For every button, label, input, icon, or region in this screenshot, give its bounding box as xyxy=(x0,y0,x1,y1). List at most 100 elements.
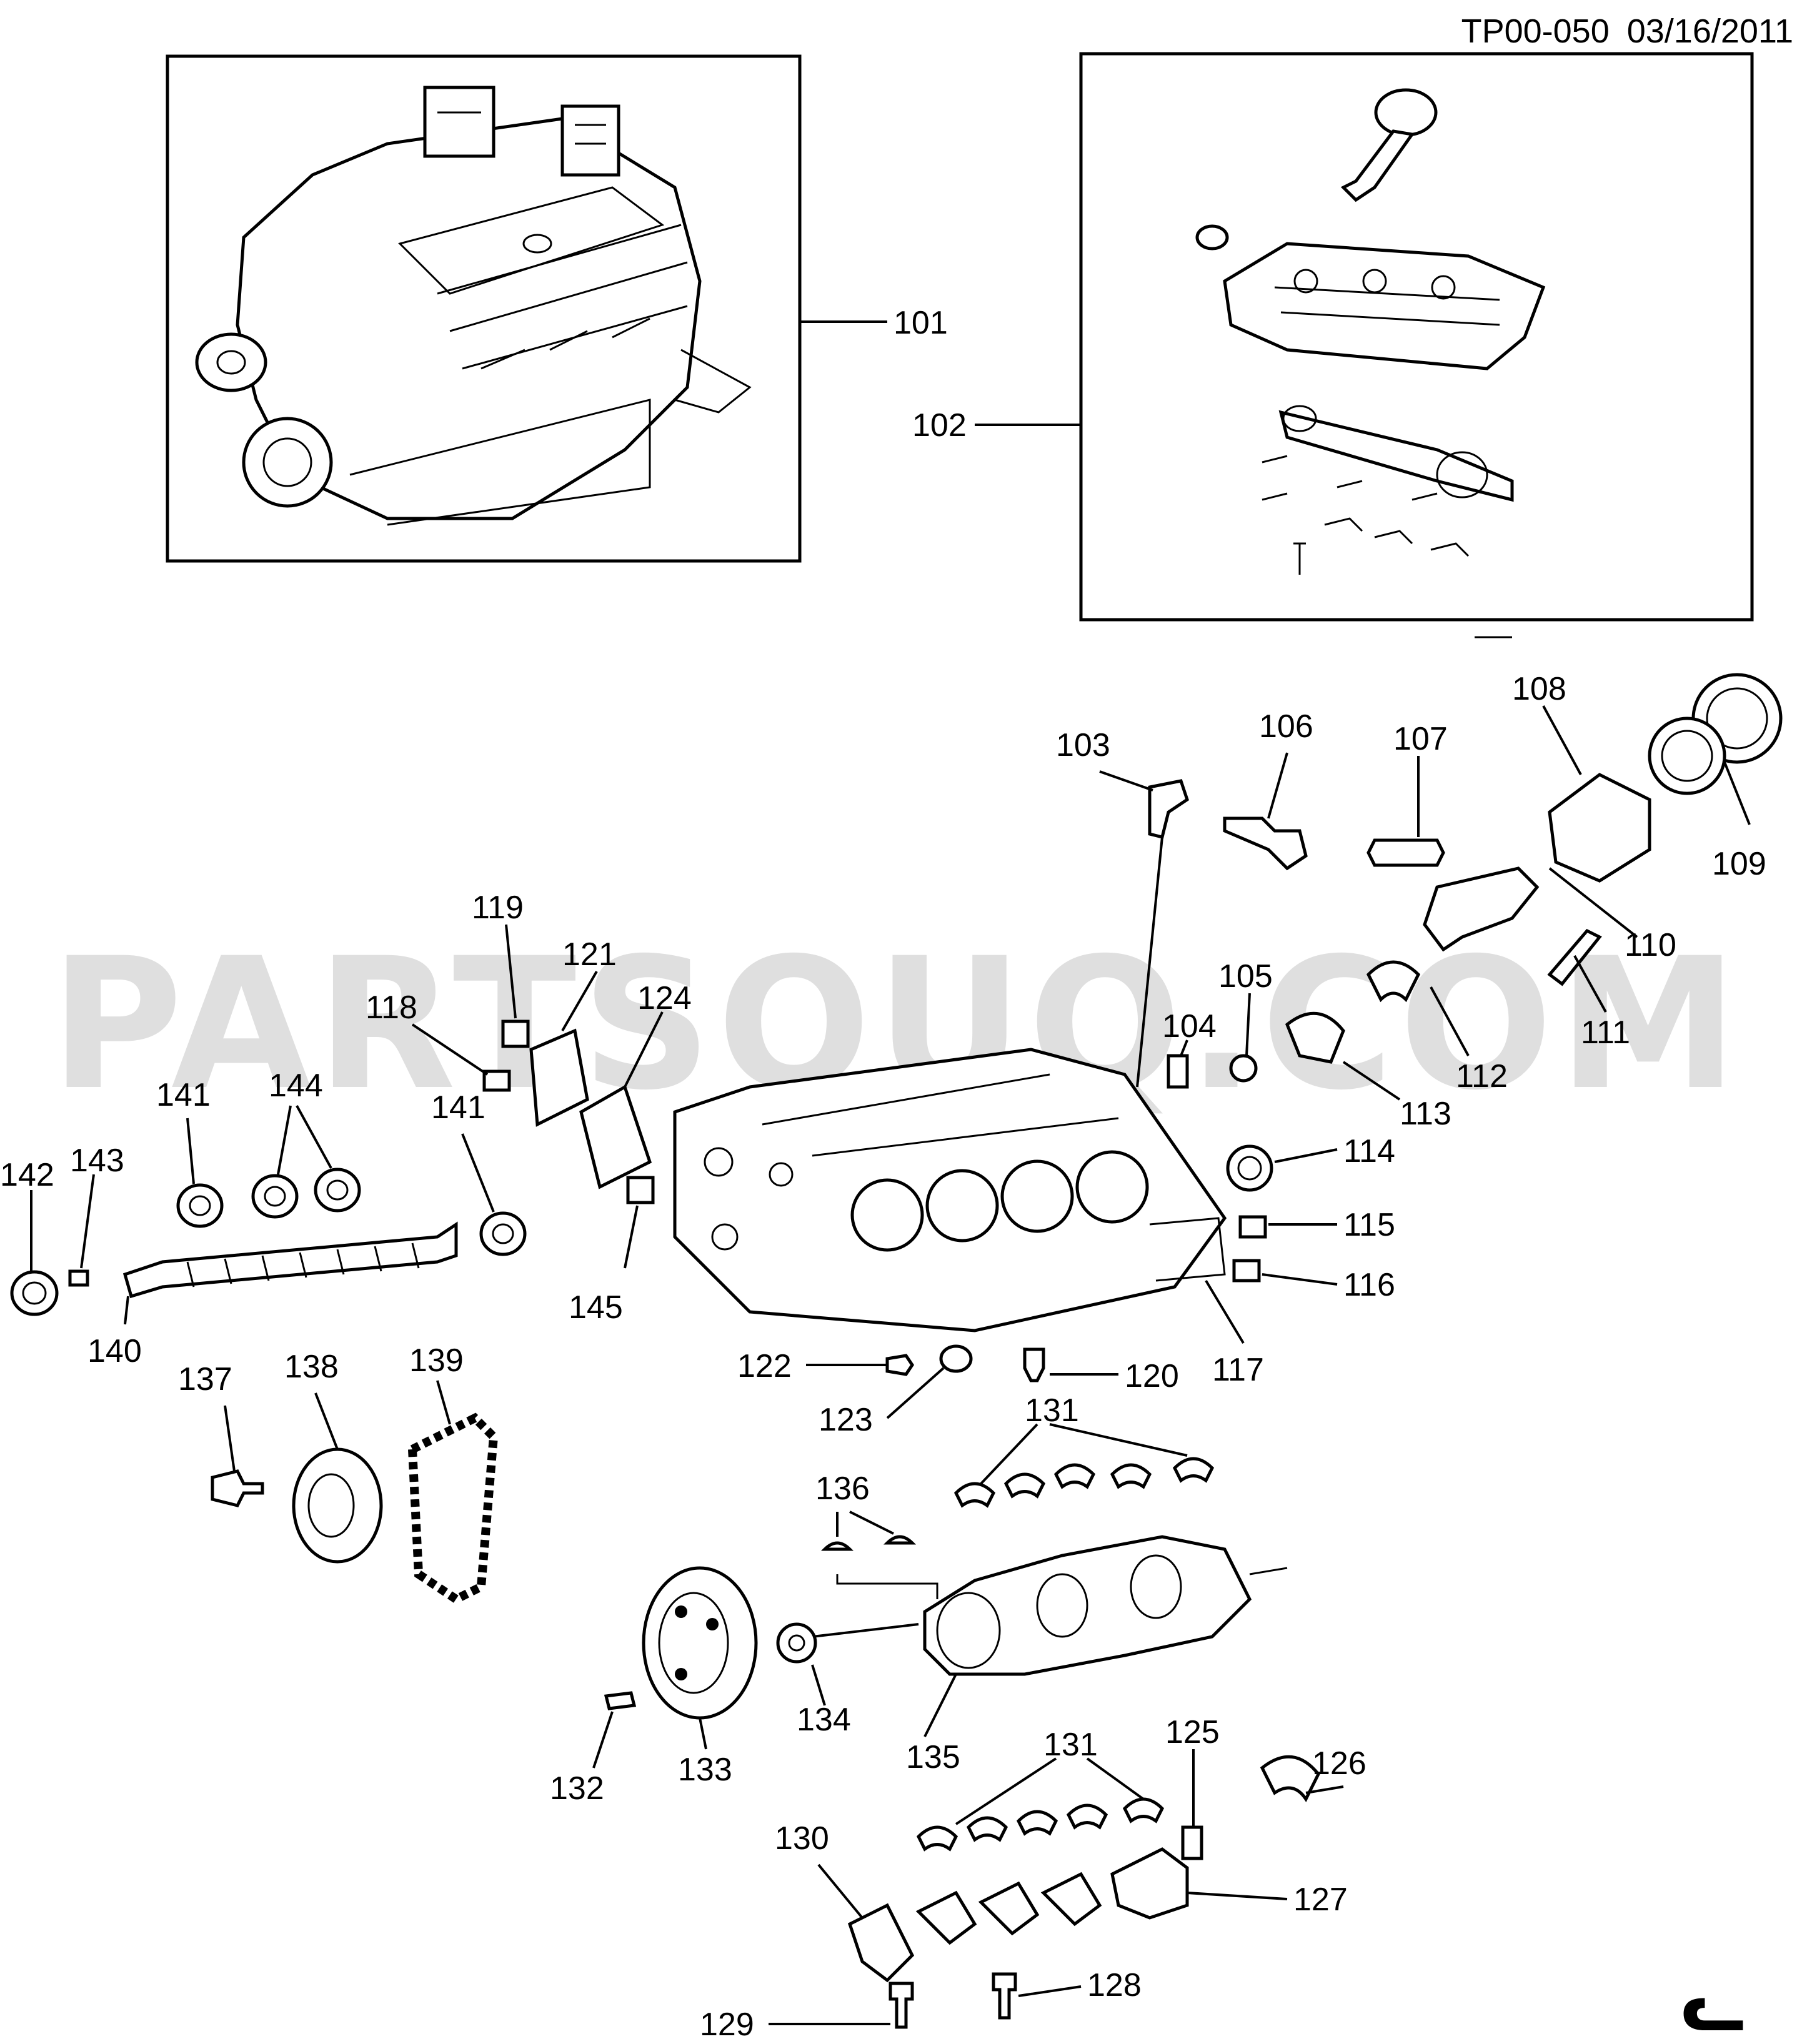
callout-117: 117 xyxy=(1212,1352,1264,1388)
leader-109 xyxy=(1723,762,1751,825)
leader-119 xyxy=(505,924,517,1019)
leader-144-1 xyxy=(277,1105,292,1175)
part-143-pin xyxy=(68,1269,89,1287)
leader-133 xyxy=(699,1717,707,1750)
part-139-timing-chain xyxy=(407,1412,499,1605)
partial-engine-frame xyxy=(1079,52,1754,622)
part-125-dowel xyxy=(1181,1825,1203,1860)
callout-144: 144 xyxy=(269,1068,323,1104)
leader-121 xyxy=(561,970,598,1032)
part-110-connecting-rod xyxy=(1423,866,1540,952)
leader-141a xyxy=(186,1118,195,1184)
callout-130: 130 xyxy=(775,1820,829,1857)
part-144-cam-bearing-2 xyxy=(314,1168,361,1213)
part-112-rod-bearing xyxy=(1366,960,1421,1003)
part-129-bolt xyxy=(889,1982,914,2029)
callout-112: 112 xyxy=(1456,1058,1508,1094)
callout-137: 137 xyxy=(178,1361,232,1397)
part-133-balancer xyxy=(642,1566,758,1720)
part-107-piston-pin xyxy=(1366,838,1445,867)
leader-118 xyxy=(411,1023,489,1076)
leader-134-shaft xyxy=(812,1623,919,1638)
leader-137 xyxy=(224,1405,236,1472)
callout-109: 109 xyxy=(1712,846,1766,882)
callout-127: 127 xyxy=(1293,1882,1348,1918)
leader-123 xyxy=(886,1367,945,1419)
leader-141b xyxy=(461,1133,495,1213)
leader-139 xyxy=(436,1380,451,1425)
leader-143 xyxy=(80,1174,95,1269)
callout-125: 125 xyxy=(1165,1714,1220,1750)
callout-128: 128 xyxy=(1087,1967,1142,2003)
leader-138 xyxy=(314,1392,339,1450)
leader-131b-1 xyxy=(955,1757,1057,1825)
leader-103-down xyxy=(1136,836,1163,1088)
part-109-ring-2 xyxy=(1648,717,1726,795)
callout-114: 114 xyxy=(1343,1133,1395,1169)
callout-104: 104 xyxy=(1162,1008,1217,1044)
part-122-pin xyxy=(885,1354,915,1376)
part-124-plate xyxy=(579,1084,652,1189)
leader-131a-1 xyxy=(980,1423,1038,1485)
callout-115: 115 xyxy=(1343,1207,1395,1243)
part-140-camshaft xyxy=(122,1221,458,1299)
leader-135 xyxy=(923,1674,957,1737)
callout-143: 143 xyxy=(70,1143,124,1179)
doc-date: 03/16/2011 xyxy=(1627,12,1793,50)
part-144-cam-bearing-1 xyxy=(251,1174,299,1219)
part-108-piston xyxy=(1548,773,1651,883)
part-120-bolt xyxy=(1023,1347,1045,1382)
callout-102: 102 xyxy=(912,407,967,444)
leader-136-2 xyxy=(849,1511,894,1535)
partial-engine-illustration xyxy=(1195,88,1546,575)
leader-130 xyxy=(817,1863,864,1919)
callout-132: 132 xyxy=(550,1770,604,1807)
part-142-plug xyxy=(10,1270,59,1316)
callout-106: 106 xyxy=(1259,708,1313,745)
callout-135: 135 xyxy=(906,1739,960,1775)
leader-104 xyxy=(1180,1039,1188,1056)
callout-138: 138 xyxy=(284,1349,339,1385)
leader-131b-2 xyxy=(1086,1757,1145,1800)
leader-126 xyxy=(1305,1785,1344,1794)
part-113-rod-cap xyxy=(1285,1011,1345,1064)
callout-136: 136 xyxy=(815,1471,870,1507)
callout-108: 108 xyxy=(1512,671,1566,707)
callout-105: 105 xyxy=(1218,958,1273,995)
engine-assembly-frame xyxy=(166,54,802,563)
part-116-plug xyxy=(1232,1259,1261,1282)
leader-132 xyxy=(592,1711,614,1769)
leader-106 xyxy=(1267,752,1288,819)
callout-111: 111 xyxy=(1581,1015,1630,1051)
leader-131a-2 xyxy=(1049,1423,1188,1457)
part-138-cam-sprocket xyxy=(292,1447,383,1564)
part-141-cam-bearing-front xyxy=(176,1183,224,1228)
engine-block-illustration xyxy=(673,1048,1227,1332)
leader-128 xyxy=(1018,1985,1082,1997)
leader-103 xyxy=(1099,770,1153,791)
part-130-main-caps xyxy=(847,1872,1102,1983)
engine-assembly-illustration xyxy=(195,86,752,526)
part-131-upper-bearings xyxy=(953,1457,1215,1508)
callout-141a: 141 xyxy=(156,1077,211,1113)
part-135-crankshaft xyxy=(923,1535,1288,1676)
leader-117 xyxy=(1205,1279,1245,1344)
part-118-plug xyxy=(482,1069,511,1092)
leader-127 xyxy=(1187,1892,1288,1900)
leader-111 xyxy=(1573,955,1607,1013)
part-131-lower-bearings xyxy=(916,1797,1165,1852)
leader-113 xyxy=(1342,1061,1401,1101)
callout-139: 139 xyxy=(409,1342,464,1379)
part-136-key-1 xyxy=(820,1541,854,1551)
part-137-bolt xyxy=(211,1469,264,1507)
brand-logo-icon: ᓚ xyxy=(1681,1967,1745,2044)
leader-110 xyxy=(1548,867,1638,938)
callout-124: 124 xyxy=(637,980,692,1016)
part-121-plate xyxy=(529,1028,589,1127)
callout-123: 123 xyxy=(819,1402,873,1438)
callout-110: 110 xyxy=(1625,927,1676,963)
callout-141b: 141 xyxy=(431,1089,485,1126)
callout-133: 133 xyxy=(678,1752,732,1788)
